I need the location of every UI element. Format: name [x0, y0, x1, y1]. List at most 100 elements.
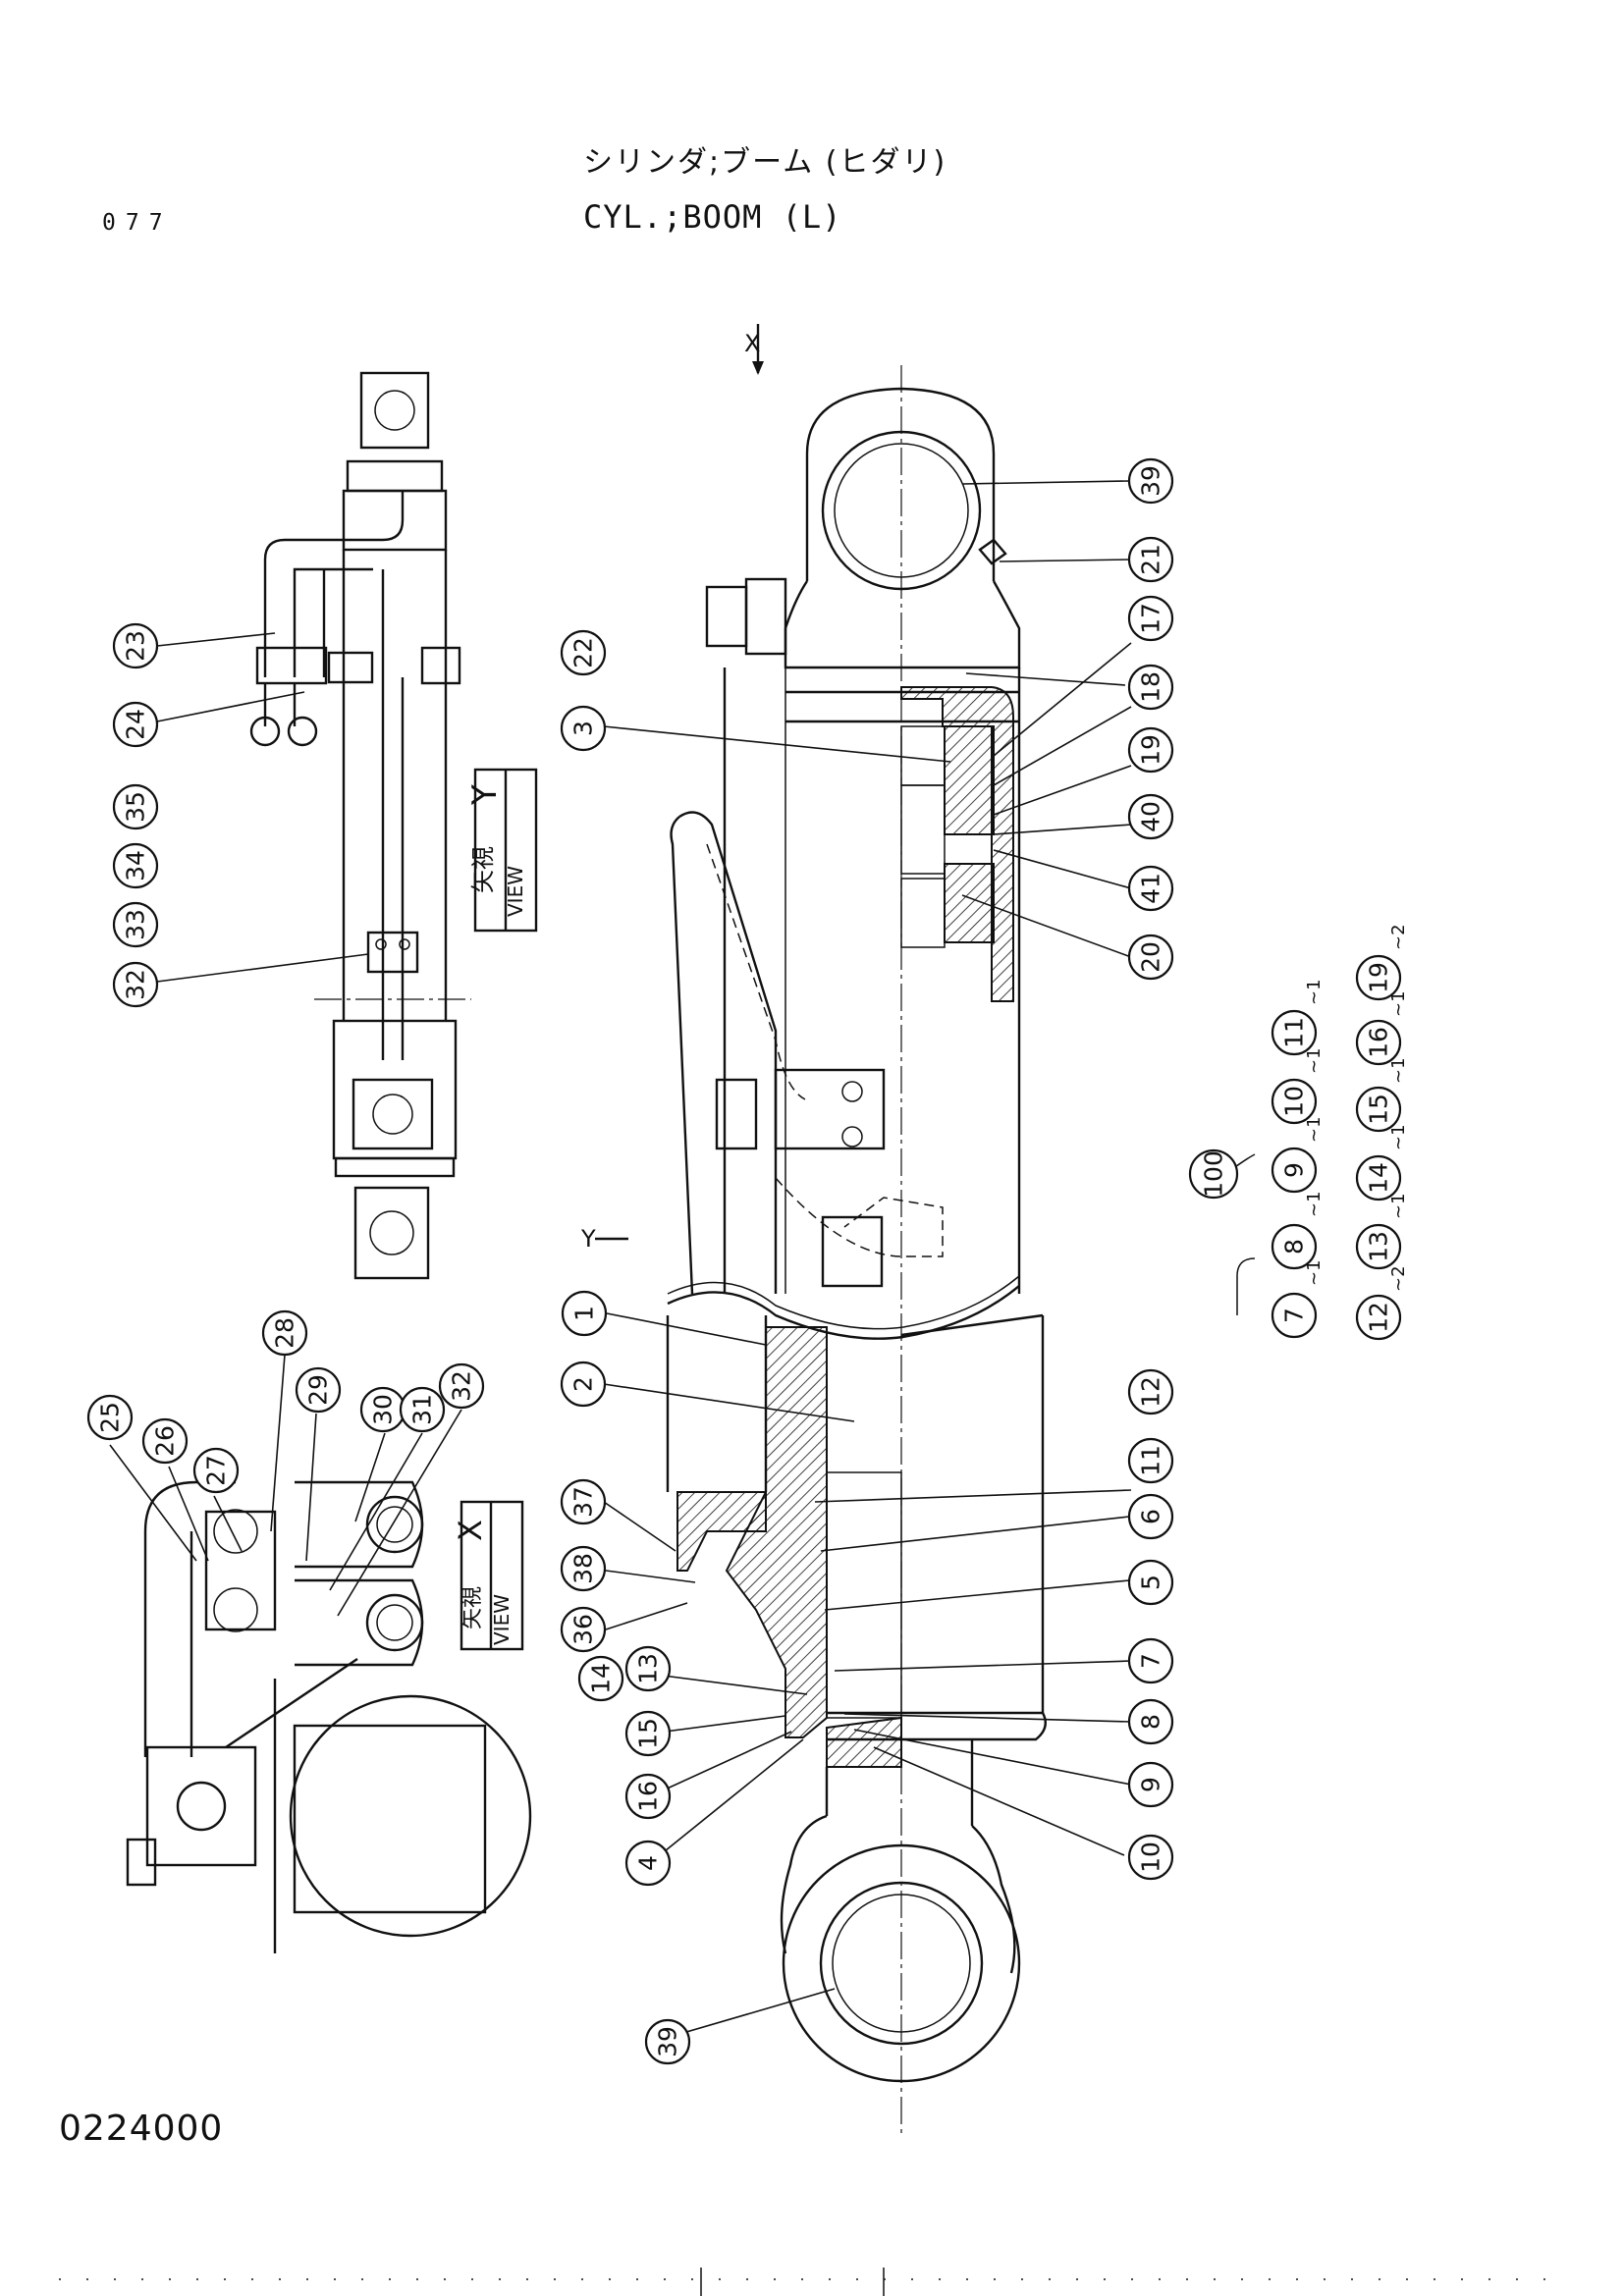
callout-41: 41: [1127, 865, 1174, 912]
callout-40: 40: [1127, 793, 1174, 840]
callout-25: 25: [86, 1394, 134, 1441]
svg-text:11: 11: [1280, 1017, 1309, 1048]
kit-item-12: 12: [1355, 1294, 1402, 1341]
title-japanese: シリンダ;ブーム (ヒダリ): [583, 145, 947, 180]
callout-33: 33: [112, 901, 159, 948]
svg-text:19: 19: [1137, 734, 1165, 766]
svg-text:40: 40: [1137, 801, 1165, 832]
callout-22: 22: [560, 629, 607, 676]
callout-39-top: 39: [1127, 457, 1174, 505]
svg-text:10: 10: [1137, 1842, 1165, 1873]
section-mark-x: X: [744, 330, 760, 357]
range-mark: ~1: [1304, 979, 1325, 1005]
svg-text:32: 32: [448, 1370, 476, 1402]
view-x-en: VIEW: [490, 1594, 514, 1645]
callout-8: 8: [1127, 1698, 1174, 1745]
kit-item-11: 11: [1271, 1009, 1318, 1056]
callout-19: 19: [1127, 726, 1174, 774]
svg-text:1: 1: [570, 1306, 599, 1321]
svg-text:28: 28: [271, 1317, 299, 1349]
svg-text:5: 5: [1137, 1575, 1165, 1590]
view-y-drawing: 矢視 VIEW Y: [249, 371, 538, 1280]
callout-13: 13: [624, 1645, 672, 1692]
svg-text:34: 34: [122, 850, 150, 881]
svg-text:16: 16: [1365, 1027, 1393, 1058]
range-mark: ~1: [1388, 1124, 1409, 1150]
svg-text:17: 17: [1137, 603, 1165, 634]
svg-text:14: 14: [587, 1663, 616, 1694]
callout-21: 21: [1127, 536, 1174, 583]
callout-100: 100: [1188, 1148, 1239, 1200]
kit-item-13: 13: [1355, 1223, 1402, 1270]
svg-text:7: 7: [1137, 1653, 1165, 1669]
callout-1: 1: [561, 1290, 608, 1337]
svg-text:4: 4: [634, 1855, 663, 1871]
callout-29: 29: [295, 1366, 342, 1414]
callout-18: 18: [1127, 664, 1174, 711]
svg-text:36: 36: [569, 1614, 598, 1645]
kit-item-7: 7: [1271, 1292, 1318, 1339]
callout-23: 23: [112, 622, 159, 669]
callouts: 39 21 17 22 18 3 19 40 41 20 1 2 12 37 1…: [86, 457, 1409, 2065]
svg-text:29: 29: [304, 1374, 333, 1406]
svg-text:30: 30: [369, 1394, 398, 1425]
range-mark: ~1: [1304, 1116, 1325, 1143]
callout-38: 38: [560, 1545, 607, 1592]
callout-27: 27: [192, 1447, 240, 1494]
svg-text:6: 6: [1137, 1509, 1165, 1524]
svg-text:22: 22: [569, 637, 598, 668]
range-mark: ~2: [1388, 1265, 1409, 1292]
svg-text:9: 9: [1137, 1777, 1165, 1792]
svg-text:11: 11: [1137, 1445, 1165, 1476]
callout-31: 31: [399, 1386, 446, 1433]
svg-text:12: 12: [1137, 1376, 1165, 1408]
main-cylinder: X: [580, 324, 1047, 2135]
callout-32-view-x: 32: [438, 1362, 485, 1410]
kit-item-14: 14: [1355, 1154, 1402, 1201]
view-y-en: VIEW: [504, 866, 527, 917]
svg-text:13: 13: [634, 1653, 663, 1684]
callout-39-bottom: 39: [644, 2018, 691, 2065]
callout-14: 14: [577, 1655, 624, 1702]
callout-12: 12: [1127, 1368, 1174, 1415]
callout-30: 30: [359, 1386, 406, 1433]
callout-20: 20: [1127, 934, 1174, 981]
svg-text:12: 12: [1365, 1302, 1393, 1333]
svg-text:41: 41: [1137, 873, 1165, 904]
callout-10: 10: [1127, 1834, 1174, 1881]
svg-text:2: 2: [569, 1376, 598, 1392]
svg-text:39: 39: [1137, 465, 1165, 497]
svg-text:18: 18: [1137, 671, 1165, 703]
svg-text:27: 27: [202, 1455, 231, 1486]
svg-text:33: 33: [122, 909, 150, 940]
svg-text:15: 15: [634, 1718, 663, 1749]
svg-text:37: 37: [569, 1486, 598, 1518]
callout-35: 35: [112, 783, 159, 830]
callout-5: 5: [1127, 1559, 1174, 1606]
svg-text:8: 8: [1280, 1239, 1309, 1255]
svg-text:39: 39: [654, 2026, 682, 2057]
svg-text:3: 3: [569, 721, 598, 736]
callout-34: 34: [112, 842, 159, 889]
kit-item-16: 16: [1355, 1019, 1402, 1066]
callout-3: 3: [560, 705, 607, 752]
range-mark: ~1: [1388, 990, 1409, 1017]
drawing-number: 0224000: [59, 2109, 224, 2149]
callout-37: 37: [560, 1478, 607, 1525]
view-y-jp: 矢視: [469, 846, 497, 893]
kit-item-10: 10: [1271, 1078, 1318, 1125]
svg-text:26: 26: [151, 1425, 180, 1457]
svg-text:21: 21: [1137, 544, 1165, 575]
callout-9: 9: [1127, 1761, 1174, 1808]
range-mark: ~1: [1304, 1191, 1325, 1217]
range-mark: ~2: [1388, 924, 1409, 950]
svg-text:13: 13: [1365, 1231, 1393, 1262]
callout-7: 7: [1127, 1637, 1174, 1684]
kit-item-15: 15: [1355, 1086, 1402, 1133]
callout-32-view-y: 32: [112, 961, 159, 1008]
range-mark: ~1: [1304, 1047, 1325, 1074]
kit-item-8: 8: [1271, 1223, 1318, 1270]
svg-text:15: 15: [1365, 1094, 1393, 1125]
